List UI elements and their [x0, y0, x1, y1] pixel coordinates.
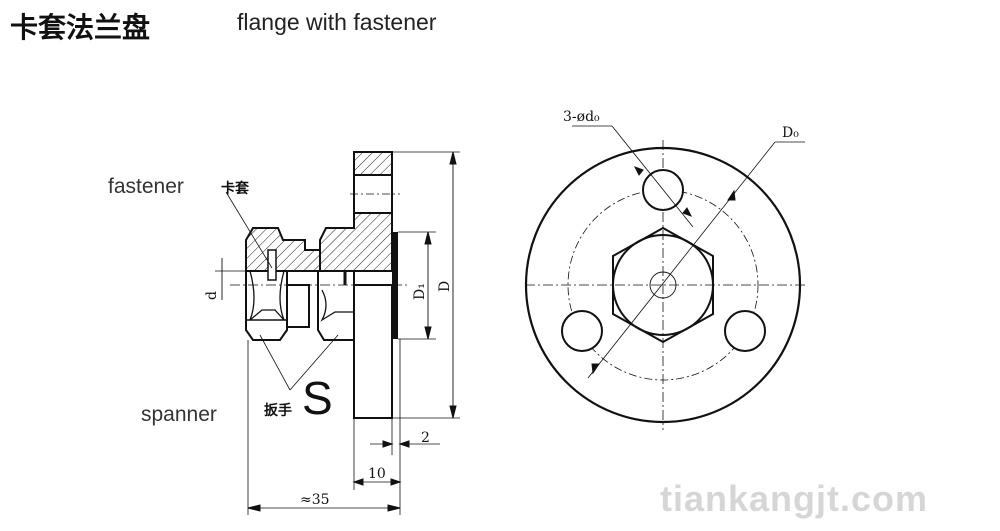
bore-circle: [649, 271, 677, 299]
title-english: flange with fastener: [237, 9, 437, 35]
dim-d: d: [204, 291, 220, 300]
flange-lower: [353, 284, 393, 419]
title-chinese: 卡套法兰盘: [10, 11, 151, 44]
spanner-cn-label: 扳手: [264, 402, 292, 419]
spanner-symbol: S: [302, 372, 333, 424]
flange-body-section: [319, 212, 393, 272]
nut-section: [245, 227, 321, 272]
body-hex: [317, 271, 355, 341]
flange-top-section: [353, 151, 393, 176]
fastener-label: fastener: [108, 175, 184, 198]
front-view: [524, 125, 805, 430]
hexagon: [612, 226, 714, 344]
hex-inscribed-circle: [612, 234, 714, 336]
dim-D0: D₀: [782, 125, 799, 141]
dim-bolt-holes: 3-ød₀: [563, 109, 600, 125]
dim-D: D: [437, 281, 453, 292]
bolt-hole-left: [561, 310, 603, 352]
watermark: tiankangjt.com: [660, 478, 929, 519]
dim-35: ≈35: [300, 492, 330, 508]
dim-D1: D₁: [412, 283, 428, 300]
dim-10: 10: [368, 466, 386, 482]
fastener-cn-label: 卡套: [221, 180, 249, 197]
bolt-hole-right: [724, 310, 766, 352]
raised-face: [392, 232, 398, 339]
side-view: [215, 151, 460, 515]
ferrule: [267, 249, 277, 281]
spanner-label: spanner: [141, 403, 217, 426]
dim-2: 2: [421, 430, 430, 446]
